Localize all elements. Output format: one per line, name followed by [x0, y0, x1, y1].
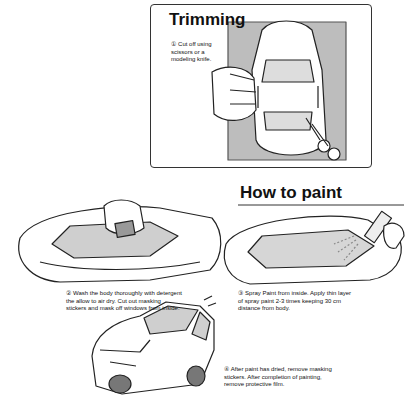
wash-figure [19, 200, 221, 282]
section-heading: How to paint [240, 184, 342, 203]
trimming-figure [212, 21, 346, 160]
spray-figure [224, 211, 404, 284]
trimming-panel: Trimming ① Cut off using scissors or a mo… [150, 4, 372, 168]
step-text: ④ After paint has dried, remove masking … [224, 366, 336, 389]
section-heading: Trimming [169, 11, 246, 30]
heading-rule [238, 205, 404, 206]
step-text: ① Cut off using scissors or a modeling k… [171, 41, 227, 64]
step-text: ② Wash the body thoroughly with detergen… [66, 290, 182, 313]
step-text: ③ Spray Paint from inside. Apply thin la… [238, 290, 356, 313]
